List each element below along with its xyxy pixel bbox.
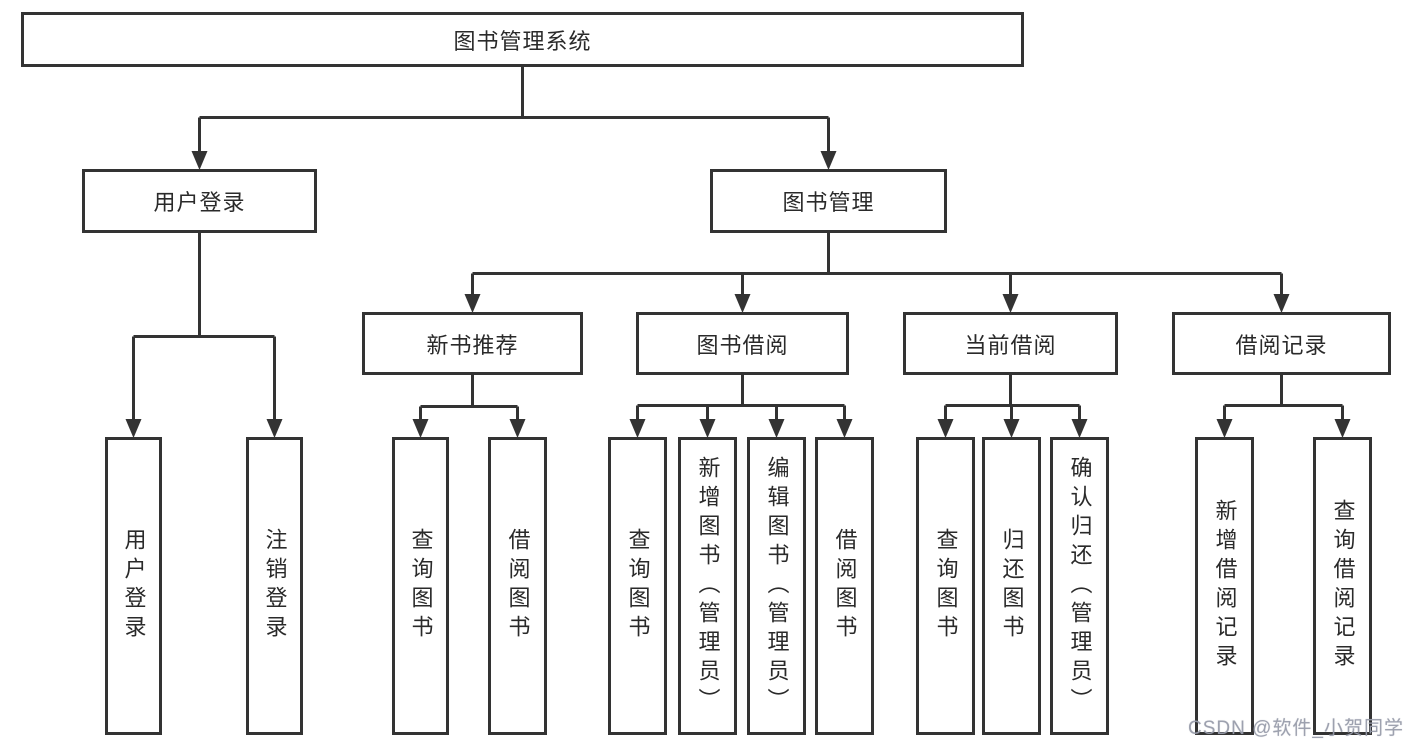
node-new-book-recommend: 新书推荐 <box>362 312 583 375</box>
connector-book-management-branch <box>464 233 1290 313</box>
leaf-current-return-books: 归还图书 <box>982 437 1041 735</box>
arrowhead-icon <box>820 151 837 170</box>
connector-borrowing-records-branch <box>1216 375 1351 438</box>
arrowhead-icon <box>768 419 785 438</box>
node-book-management: 图书管理 <box>710 169 947 233</box>
arrowhead-icon <box>266 419 283 438</box>
connector-new-book-recommend-branch <box>412 375 526 438</box>
leaf-records-add-record: 新增借阅记录 <box>1195 437 1254 735</box>
arrowhead-icon <box>1273 294 1290 313</box>
arrowhead-icon <box>699 419 716 438</box>
arrowhead-icon <box>464 294 481 313</box>
csdn-watermark: CSDN @软件_小贺同学 <box>1188 718 1404 739</box>
arrowhead-icon <box>1334 419 1351 438</box>
arrowhead-icon <box>1216 419 1233 438</box>
node-root: 图书管理系统 <box>21 12 1024 67</box>
arrowhead-icon <box>191 151 208 170</box>
leaf-borrowing-add-books-admin: 新增图书（管理员） <box>678 437 737 735</box>
arrowhead-icon <box>412 419 429 438</box>
leaf-borrowing-query-books: 查询图书 <box>608 437 667 735</box>
arrowhead-icon <box>629 419 646 438</box>
arrowhead-icon <box>1003 419 1020 438</box>
arrowhead-icon <box>937 419 954 438</box>
leaf-records-query-record: 查询借阅记录 <box>1313 437 1372 735</box>
leaf-recommend-borrow-books: 借阅图书 <box>488 437 547 735</box>
leaf-current-confirm-return-admin: 确认归还（管理员） <box>1050 437 1109 735</box>
arrowhead-icon <box>1071 419 1088 438</box>
node-current-borrowing: 当前借阅 <box>903 312 1118 375</box>
node-borrowing-records: 借阅记录 <box>1172 312 1391 375</box>
connector-book-borrowing-branch <box>629 375 853 438</box>
connector-current-borrowing-branch <box>937 375 1088 438</box>
connector-root-branch <box>191 67 837 170</box>
arrowhead-icon <box>1002 294 1019 313</box>
node-book-borrowing: 图书借阅 <box>636 312 849 375</box>
leaf-current-query-books: 查询图书 <box>916 437 975 735</box>
arrowhead-icon <box>836 419 853 438</box>
arrowhead-icon <box>125 419 142 438</box>
leaf-borrowing-borrow-books: 借阅图书 <box>815 437 874 735</box>
leaf-borrowing-edit-books-admin: 编辑图书（管理员） <box>747 437 806 735</box>
node-user-login: 用户登录 <box>82 169 317 233</box>
connector-user-login-branch <box>125 233 283 438</box>
leaf-logout-login: 注销登录 <box>246 437 303 735</box>
leaf-recommend-query-books: 查询图书 <box>392 437 449 735</box>
leaf-user-login: 用户登录 <box>105 437 162 735</box>
arrowhead-icon <box>509 419 526 438</box>
arrowhead-icon <box>734 294 751 313</box>
